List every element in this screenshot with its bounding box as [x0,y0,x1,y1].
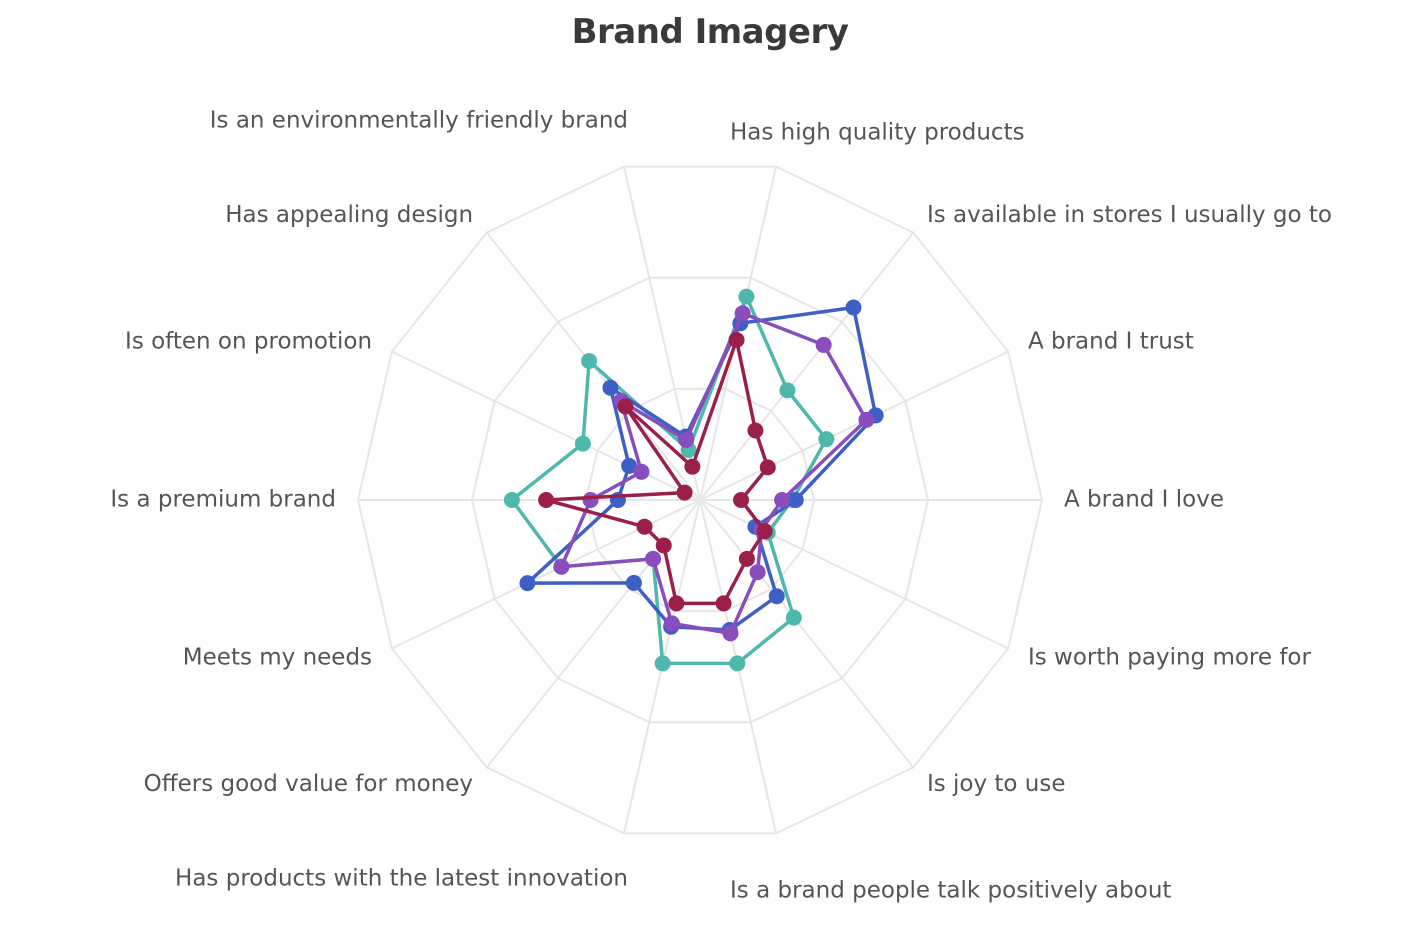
axis-label-12: Is often on promotion [125,329,372,355]
series-4 [538,331,776,612]
series-3-point-2[interactable] [815,336,832,353]
series-3-point-6[interactable] [749,564,766,581]
series-3-point-4[interactable] [774,492,791,508]
series-4-point-9[interactable] [655,537,672,554]
series-3-point-11[interactable] [582,492,599,508]
series-1-point-11[interactable] [503,492,520,508]
series-3-point-7[interactable] [722,625,739,642]
series-2-point-6[interactable] [768,588,785,605]
series-3 [553,305,875,642]
series-4-point-14[interactable] [684,458,701,475]
radar-grid [356,165,1044,835]
axis-label-13: Has appealing design [225,202,473,228]
series-4-point-5[interactable] [756,523,773,540]
series-4-point-3[interactable] [759,459,776,476]
grid-spoke-2 [699,231,915,501]
axis-label-14: Is an environmentally friendly brand [210,108,628,134]
chart-title: Brand Imagery [571,12,849,52]
series-4-point-12[interactable] [676,484,693,501]
series-4-point-2[interactable] [747,422,764,439]
radar-series [503,288,884,672]
series-4-point-1[interactable] [728,331,745,348]
axis-label-10: Meets my needs [183,644,372,670]
axis-label-3: A brand I trust [1028,329,1194,355]
series-2-point-10[interactable] [519,575,536,592]
series-2-point-2[interactable] [845,299,862,316]
axis-label-5: Is worth paying more for [1028,644,1312,670]
grid-spoke-5 [699,499,1009,650]
series-4-point-8[interactable] [668,595,685,612]
series-3-point-3[interactable] [858,411,875,428]
series-2-point-13[interactable] [602,379,619,396]
series-1-point-13[interactable] [581,352,598,369]
axis-label-6: Is joy to use [927,771,1066,797]
series-3-point-10[interactable] [553,558,570,575]
axis-label-9: Offers good value for money [144,771,473,797]
grid-spoke-6 [699,499,915,769]
series-2-point-9[interactable] [625,574,642,591]
series-1-point-3[interactable] [818,431,835,448]
axis-labels: Has high quality products Is available in… [110,108,1332,904]
grid-spoke-12 [391,350,701,501]
axis-label-11: Is a premium brand [110,487,336,513]
series-1-point-12[interactable] [574,435,591,452]
series-1-point-2[interactable] [779,382,796,399]
axis-label-8: Has products with the latest innovation [175,865,628,891]
series-4-point-7[interactable] [715,595,732,612]
series-3-point-8[interactable] [663,615,680,632]
series-1-point-7[interactable] [729,655,746,672]
series-4-point-6[interactable] [738,550,755,567]
axis-label-7: Is a brand people talk positively about [730,877,1171,903]
axis-label-1: Has high quality products [730,120,1025,146]
series-2-point-12[interactable] [621,457,638,474]
series-2-point-4[interactable] [787,492,804,508]
grid-spoke-3 [699,350,1009,501]
axis-label-4: A brand I love [1064,487,1224,513]
series-1-point-8[interactable] [654,655,671,672]
series-3-point-9[interactable] [645,550,662,567]
series-4-point-11[interactable] [538,492,555,508]
series-2-line [525,305,878,632]
series-1-point-6[interactable] [785,609,802,626]
series-4-point-13[interactable] [617,398,634,415]
series-4-point-10[interactable] [636,518,653,535]
series-4-point-4[interactable] [733,492,750,508]
series-3-point-14[interactable] [678,431,695,448]
series-3-point-1[interactable] [734,305,751,322]
series-1-point-1[interactable] [738,288,755,305]
series-3-point-12[interactable] [633,463,650,480]
axis-label-2: Is available in stores I usually go to [927,202,1332,228]
